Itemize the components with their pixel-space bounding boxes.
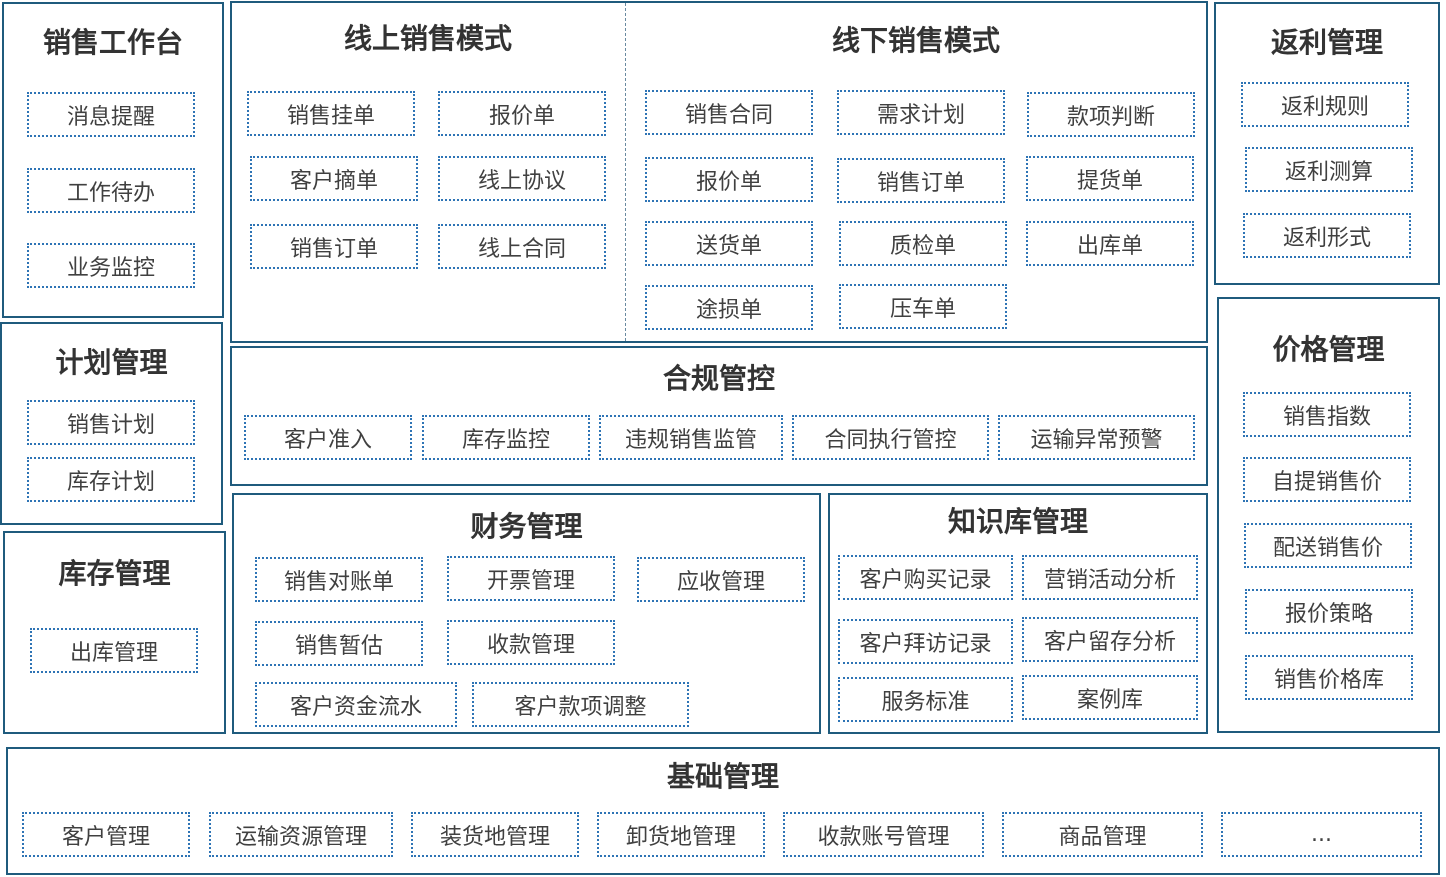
offline-item-payment-check[interactable]: 款项判断: [1027, 92, 1195, 137]
workbench-item-message[interactable]: 消息提醒: [27, 92, 195, 137]
price-item-delivery[interactable]: 配送销售价: [1244, 523, 1412, 568]
knowledge-title: 知识库管理: [947, 505, 1088, 538]
base-item-more[interactable]: ...: [1221, 812, 1422, 857]
base-item-customer[interactable]: 客户管理: [22, 812, 190, 857]
finance-item-invoice[interactable]: 开票管理: [447, 556, 615, 601]
workbench-title: 销售工作台: [42, 26, 183, 59]
workbench-item-monitor[interactable]: 业务监控: [27, 243, 195, 288]
online-item-pick[interactable]: 客户摘单: [250, 156, 418, 201]
price-item-index[interactable]: 销售指数: [1243, 392, 1411, 437]
compliance-item-violation[interactable]: 违规销售监管: [599, 415, 783, 460]
compliance-item-stock-monitor[interactable]: 库存监控: [422, 415, 590, 460]
offline-item-pickup[interactable]: 提货单: [1026, 156, 1194, 201]
compliance-item-transport-alert[interactable]: 运输异常预警: [998, 415, 1195, 460]
knowledge-item-service-standard[interactable]: 服务标准: [838, 677, 1013, 722]
finance-item-statement[interactable]: 销售对账单: [255, 557, 423, 602]
online-item-agreement[interactable]: 线上协议: [438, 156, 606, 201]
plan-item-stock[interactable]: 库存计划: [27, 457, 195, 502]
plan-item-sales[interactable]: 销售计划: [27, 400, 195, 445]
compliance-title: 合规管控: [662, 362, 775, 395]
compliance-item-access[interactable]: 客户准入: [244, 415, 412, 460]
finance-item-collection[interactable]: 收款管理: [447, 620, 615, 665]
online-item-quote[interactable]: 报价单: [438, 91, 606, 136]
offline-item-contract[interactable]: 销售合同: [645, 90, 813, 135]
finance-item-receivable[interactable]: 应收管理: [637, 557, 805, 602]
rebate-title: 返利管理: [1270, 26, 1383, 59]
finance-item-payment-adjust[interactable]: 客户款项调整: [472, 682, 689, 727]
offline-item-delivery[interactable]: 送货单: [645, 221, 813, 266]
offline-item-truck-hold[interactable]: 压车单: [839, 284, 1007, 329]
offline-item-inspection[interactable]: 质检单: [839, 221, 1007, 266]
finance-title: 财务管理: [470, 510, 583, 543]
rebate-item-rules[interactable]: 返利规则: [1241, 82, 1409, 127]
plan-title: 计划管理: [55, 346, 168, 379]
online-item-contract[interactable]: 线上合同: [438, 224, 606, 269]
base-item-unloading[interactable]: 卸货地管理: [597, 812, 765, 857]
knowledge-item-purchase[interactable]: 客户购买记录: [838, 555, 1013, 600]
price-item-library[interactable]: 销售价格库: [1245, 655, 1413, 700]
inventory-title: 库存管理: [58, 557, 171, 590]
online-item-order[interactable]: 销售订单: [250, 224, 418, 269]
workbench-item-todo[interactable]: 工作待办: [27, 168, 195, 213]
offline-item-order[interactable]: 销售订单: [837, 158, 1005, 203]
offline-title: 线下销售模式: [831, 24, 1000, 57]
rebate-item-calc[interactable]: 返利测算: [1245, 147, 1413, 192]
offline-item-quote[interactable]: 报价单: [645, 157, 813, 202]
base-item-goods[interactable]: 商品管理: [1002, 812, 1203, 857]
inventory-item-outbound[interactable]: 出库管理: [30, 628, 198, 673]
compliance-item-contract-exec[interactable]: 合同执行管控: [792, 415, 989, 460]
knowledge-item-retention[interactable]: 客户留存分析: [1022, 617, 1198, 662]
offline-item-outbound[interactable]: 出库单: [1026, 221, 1194, 266]
price-title: 价格管理: [1272, 333, 1385, 366]
finance-item-fund-flow[interactable]: 客户资金流水: [255, 682, 457, 727]
offline-item-damage[interactable]: 途损单: [645, 285, 813, 330]
finance-item-estimate[interactable]: 销售暂估: [255, 621, 423, 666]
sales-mode-divider: [625, 3, 626, 341]
knowledge-item-case-library[interactable]: 案例库: [1022, 675, 1198, 720]
online-title: 线上销售模式: [343, 22, 512, 55]
offline-item-demand[interactable]: 需求计划: [837, 90, 1005, 135]
price-item-strategy[interactable]: 报价策略: [1245, 589, 1413, 634]
knowledge-item-campaign[interactable]: 营销活动分析: [1022, 555, 1198, 600]
base-item-transport[interactable]: 运输资源管理: [209, 812, 393, 857]
base-item-loading[interactable]: 装货地管理: [411, 812, 579, 857]
rebate-item-form[interactable]: 返利形式: [1243, 213, 1411, 258]
knowledge-item-visit[interactable]: 客户拜访记录: [838, 619, 1013, 664]
price-item-self-pickup[interactable]: 自提销售价: [1243, 457, 1411, 502]
online-item-listing[interactable]: 销售挂单: [247, 91, 415, 136]
base-item-account[interactable]: 收款账号管理: [783, 812, 984, 857]
base-title: 基础管理: [666, 760, 779, 793]
